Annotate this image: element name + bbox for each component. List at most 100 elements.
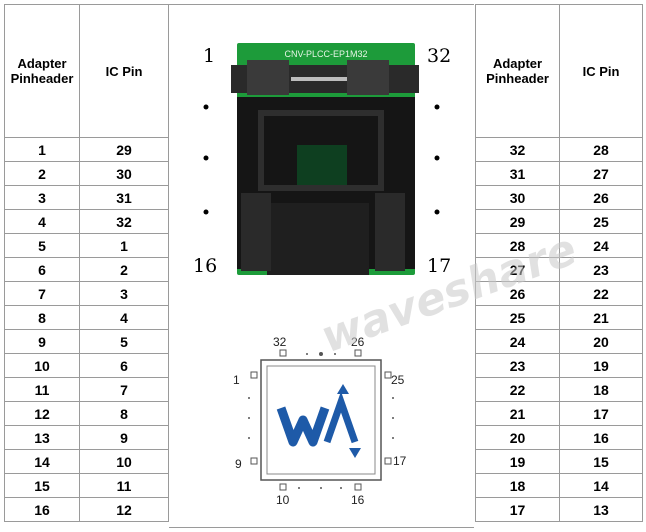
photo-label-32: 32	[427, 45, 452, 67]
adapter-pin-cell: 29	[475, 209, 560, 234]
chip-label-32: 32	[273, 335, 287, 349]
ic-pin-cell: 14	[559, 473, 643, 498]
ic-pin-cell: 29	[79, 137, 169, 162]
photo-label-16: 16	[193, 255, 218, 277]
ic-pin-cell: 24	[559, 233, 643, 258]
waveshare-logo-icon	[276, 384, 361, 458]
plcc-chip-diagram	[248, 349, 394, 491]
adapter-pin-cell: 4	[4, 209, 80, 234]
ic-pin-cell: 17	[559, 401, 643, 426]
adapter-pin-cell: 3	[4, 185, 80, 210]
adapter-pin-cell: 20	[475, 425, 560, 450]
adapter-pin-cell: 28	[475, 233, 560, 258]
ic-pin-cell: 30	[79, 161, 169, 186]
ic-pin-cell: 9	[79, 425, 169, 450]
adapter-pin-cell: 19	[475, 449, 560, 474]
ic-pin-cell: 8	[79, 401, 169, 426]
chip-label-9: 9	[235, 457, 242, 471]
adapter-pin-cell: 16	[4, 497, 80, 522]
ic-pin-cell: 5	[79, 329, 169, 354]
adapter-header: Adapter Pinheader	[4, 4, 80, 138]
ic-pin-cell: 12	[79, 497, 169, 522]
photo-label-1: 1	[203, 45, 216, 67]
ic-pin-cell: 26	[559, 185, 643, 210]
chip-label-10: 10	[276, 493, 290, 507]
ic-pin-cell: 20	[559, 329, 643, 354]
ic-pin-header: IC Pin	[79, 4, 169, 138]
adapter-pin-cell: 30	[475, 185, 560, 210]
adapter-pin-cell: 10	[4, 353, 80, 378]
ic-pin-cell: 25	[559, 209, 643, 234]
ic-pin-cell: 23	[559, 257, 643, 282]
chip-label-25: 25	[391, 373, 405, 387]
adapter-pin-cell: 23	[475, 353, 560, 378]
ic-pin-cell: 7	[79, 377, 169, 402]
ic-pin-cell: 3	[79, 281, 169, 306]
adapter-pin-cell: 27	[475, 257, 560, 282]
adapter-pin-cell: 18	[475, 473, 560, 498]
ic-pin-cell: 21	[559, 305, 643, 330]
adapter-pin-cell: 17	[475, 497, 560, 522]
adapter-pin-cell: 26	[475, 281, 560, 306]
ic-pin-cell: 13	[559, 497, 643, 522]
adapter-photo: CNV-PLCC-EP1M32	[203, 43, 440, 275]
adapter-pin-cell: 25	[475, 305, 560, 330]
adapter-pin-cell: 24	[475, 329, 560, 354]
ic-pin-cell: 31	[79, 185, 169, 210]
adapter-pin-cell: 11	[4, 377, 80, 402]
ic-pin-cell: 4	[79, 305, 169, 330]
adapter-pin-cell: 6	[4, 257, 80, 282]
adapter-pin-cell: 21	[475, 401, 560, 426]
adapter-pin-cell: 15	[4, 473, 80, 498]
adapter-pin-cell: 7	[4, 281, 80, 306]
chip-label-16: 16	[351, 493, 365, 507]
pinout-illustration: CNV-PLCC-EP1M32 1 32 16 17	[169, 4, 474, 528]
ic-pin-cell: 1	[79, 233, 169, 258]
pcb-text: CNV-PLCC-EP1M32	[284, 49, 367, 59]
ic-pin-cell: 11	[79, 473, 169, 498]
adapter-pin-cell: 1	[4, 137, 80, 162]
ic-pin-header: IC Pin	[559, 4, 643, 138]
ic-pin-cell: 28	[559, 137, 643, 162]
adapter-pin-cell: 12	[4, 401, 80, 426]
adapter-pin-cell: 9	[4, 329, 80, 354]
ic-pin-cell: 15	[559, 449, 643, 474]
adapter-pin-cell: 8	[4, 305, 80, 330]
adapter-pin-cell: 5	[4, 233, 80, 258]
adapter-pin-cell: 2	[4, 161, 80, 186]
ic-pin-cell: 32	[79, 209, 169, 234]
ic-pin-cell: 19	[559, 353, 643, 378]
adapter-pin-cell: 31	[475, 161, 560, 186]
